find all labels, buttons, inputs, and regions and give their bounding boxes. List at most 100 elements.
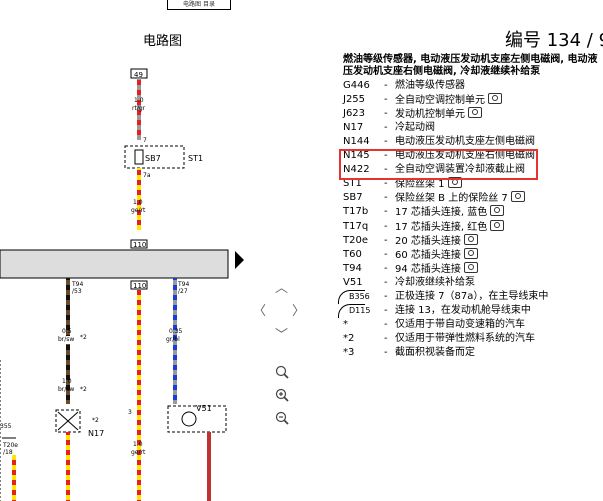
legend-desc: 电动液压发动机支座左侧电磁阀 (395, 135, 535, 149)
legend-code: T17b (343, 206, 369, 218)
camera-icon[interactable] (490, 205, 505, 217)
legend-code: T17q (343, 220, 369, 232)
t20e-label: T20e (2, 442, 18, 449)
label-49: 49 (134, 71, 143, 79)
legend-code: J623 (343, 108, 366, 120)
legend-dash: - (384, 248, 388, 260)
wire-05-size: 0.5 (62, 328, 72, 335)
wire-1-size: 1.0 (134, 97, 144, 104)
connector-circle-icon (338, 303, 365, 318)
legend-desc: 仅适用于带自动变速箱的汽车 (395, 318, 525, 332)
legend-desc-text: 保险丝架 B 上的保险丝 7 (395, 193, 508, 205)
legend-desc: 保险丝架 B 上的保险丝 7 (395, 191, 525, 206)
legend-desc-text: 发动机控制单元 (395, 109, 465, 121)
sb7-label: SB7 (145, 154, 161, 163)
legend-dash: - (384, 304, 388, 316)
camera-icon[interactable] (463, 261, 478, 273)
connector-circle-icon (338, 289, 365, 304)
legend-dash: - (384, 234, 388, 246)
s355-label: 355 (0, 423, 12, 430)
page-number: 编号 134 / 9 (505, 30, 603, 51)
legend-dash: - (384, 108, 388, 120)
wire-10c-size: 1.0 (133, 441, 143, 448)
legend-code: T20e (343, 234, 368, 246)
pan-down-button[interactable]: ﹀ (275, 328, 289, 343)
zoom-out-icon[interactable] (275, 411, 289, 425)
legend-code: *3 (343, 346, 355, 358)
legend-dash: - (384, 318, 388, 330)
legend-dash: - (384, 220, 388, 232)
legend-desc-text: 正极连接 7（87a），在主导线束中 (395, 290, 549, 302)
legend-dash: - (384, 136, 388, 148)
legend-title-line-1: 燃油等级传感器, 电动液压发动机支座左侧电磁阀, 电动液 (343, 54, 598, 65)
legend-dash: - (384, 192, 388, 204)
legend-dash: - (384, 150, 388, 162)
legend-desc-text: 电动液压发动机支座右侧电磁阀 (395, 150, 535, 162)
camera-icon[interactable] (463, 233, 478, 245)
v51-label: V51 (196, 404, 212, 413)
legend-desc: 20 芯插头连接 (395, 233, 478, 249)
legend-desc: 94 芯插头连接 (395, 261, 478, 277)
camera-icon[interactable] (463, 247, 478, 259)
legend-desc: 全自动空调装置冷却液截止阀 (395, 163, 525, 177)
wire-1-color: rt/gr (132, 105, 146, 112)
legend-desc-text: 17 芯插头连接, 红色 (395, 221, 488, 233)
legend-code: J255 (343, 94, 366, 106)
wire-2-size: 1.0 (133, 199, 143, 206)
legend-desc: 全自动空调控制单元 (395, 93, 502, 108)
legend-desc-text: 截面积视装备而定 (395, 346, 475, 358)
legend-code: N17 (343, 122, 364, 134)
legend-desc: 连接 13，在发动机舱导线束中 (395, 304, 531, 318)
wire-035-color: gr/bl (166, 336, 180, 343)
camera-icon[interactable] (468, 107, 482, 119)
legend-code: N145 (343, 150, 370, 162)
legend-desc: 截面积视装备而定 (395, 346, 475, 360)
t94-27: T94 (177, 281, 189, 288)
legend-desc-text: 保险丝架 1 (395, 179, 445, 191)
legend-desc-text: 94 芯插头连接 (395, 263, 461, 275)
legend-desc: 电动液压发动机支座右侧电磁阀 (395, 149, 535, 163)
legend-desc: 燃油等级传感器 (395, 79, 465, 93)
zoom-fit-icon[interactable] (275, 365, 289, 379)
top-tab[interactable]: 电路图 目录 (167, 0, 231, 10)
legend-dash: - (384, 276, 388, 288)
legend-dash: - (384, 80, 388, 91)
n17-label: N17 (88, 429, 104, 438)
pan-left-button[interactable]: 〈 (253, 304, 267, 319)
next-page-arrow[interactable] (235, 251, 244, 269)
camera-icon[interactable] (490, 219, 505, 231)
legend-code: *2 (343, 332, 355, 344)
legend-desc-text: 连接 13，在发动机舱导线束中 (395, 304, 531, 316)
t94-53: T94 (71, 281, 83, 288)
pin-7: 7 (143, 137, 147, 144)
legend-desc: 正极连接 7（87a），在主导线束中 (395, 290, 548, 304)
pan-right-button[interactable]: 〉 (292, 304, 306, 319)
wire-05-color: br/sw (58, 336, 74, 343)
legend-desc-text: 全自动空调装置冷却液截止阀 (395, 164, 525, 176)
wire-035-size: 0.35 (169, 328, 183, 335)
legend-dash: - (384, 94, 388, 106)
legend-code: N422 (343, 164, 370, 176)
pan-up-button[interactable]: ︿ (275, 281, 289, 296)
legend-code: N144 (343, 136, 370, 148)
legend-desc-text: 20 芯插头连接 (395, 235, 461, 247)
connector-symbol-label: B356 (349, 291, 370, 301)
legend-dash: - (384, 262, 388, 274)
label-110-bottom: 110 (133, 282, 146, 290)
legend-desc-text: 17 芯插头连接, 蓝色 (395, 207, 488, 219)
legend-desc-text: 电动液压发动机支座左侧电磁阀 (395, 136, 535, 148)
page-title: 电路图 (143, 34, 183, 49)
legend-desc-text: 仅适用于带自动变速箱的汽车 (395, 318, 525, 330)
n17-note: *2 (92, 417, 99, 424)
legend-code: G446 (343, 80, 370, 91)
legend-code: T60 (343, 248, 362, 260)
legend-dash: - (384, 290, 388, 302)
legend-desc: 冷起动阀 (395, 121, 435, 135)
legend-dash: - (384, 178, 388, 190)
camera-icon[interactable] (488, 93, 502, 105)
zoom-in-icon[interactable] (275, 388, 289, 402)
legend-desc-text: 燃油等级传感器 (395, 80, 465, 91)
connector-symbol-label: D115 (349, 305, 371, 315)
camera-icon[interactable] (510, 191, 525, 203)
wire-10b-note: *2 (80, 386, 87, 393)
